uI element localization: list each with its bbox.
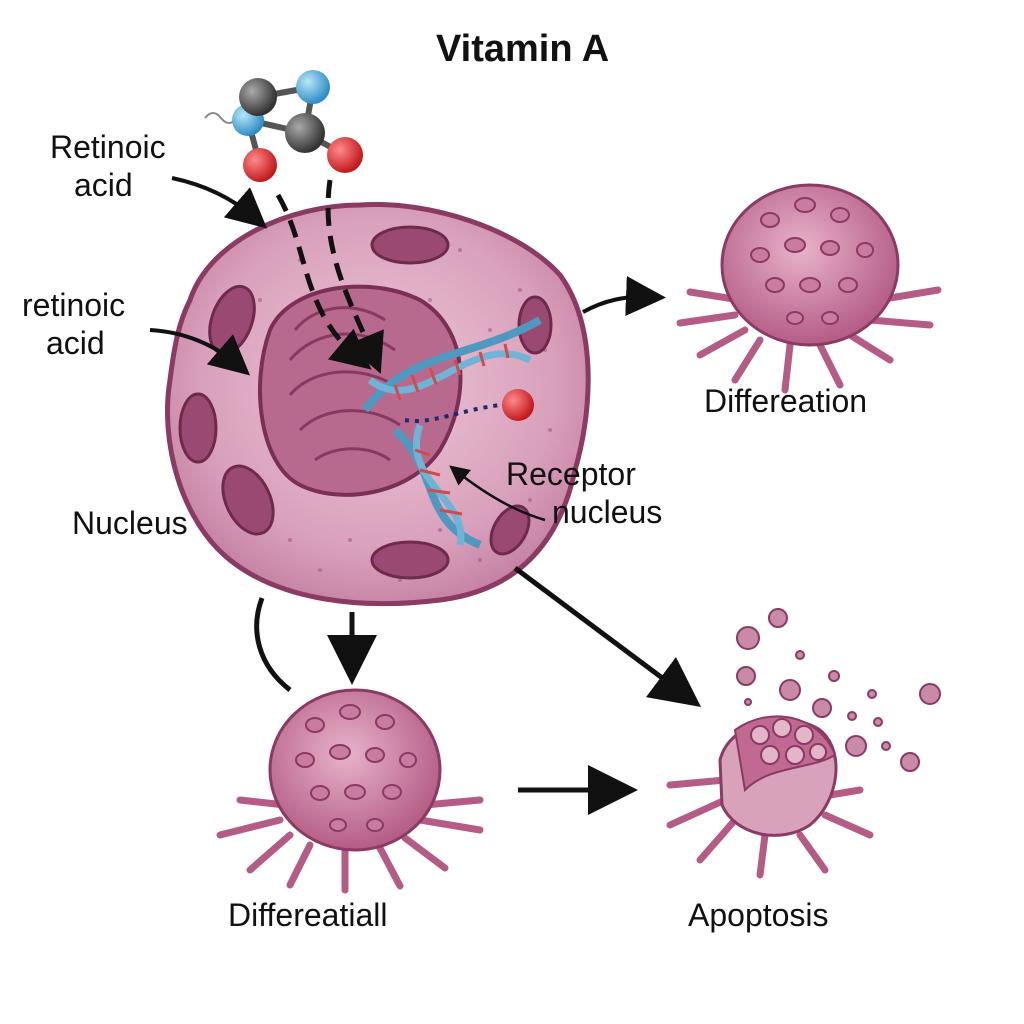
differentiated-cell-bottom (216, 688, 484, 894)
label-retinoic-acid-top-line2: acid (74, 167, 133, 203)
diagram-title: Vitamin A (436, 28, 610, 70)
label-retinoic-acid-top: Retinoic acid (50, 128, 166, 204)
label-retinoic-acid-side: retinoic acid (22, 286, 125, 362)
differentiated-cell-top (676, 183, 942, 394)
label-receptor-nucleus-line1: Receptor (506, 456, 636, 492)
label-retinoic-acid-side-line1: retinoic (22, 287, 126, 323)
apoptotic-bodies (736, 608, 941, 772)
label-receptor-nucleus: Receptor nucleus (506, 455, 662, 531)
label-receptor-nucleus-line2: nucleus (552, 494, 663, 530)
retinoic-acid-molecule (204, 70, 363, 182)
flow-arrows (149, 176, 702, 815)
label-retinoic-acid-top-line1: Retinoic (50, 129, 166, 165)
label-differentiation-top: Differeation (704, 383, 868, 419)
label-retinoic-acid-side-line2: acid (46, 325, 105, 361)
label-nucleus: Nucleus (72, 505, 188, 541)
label-differentiation-bottom: Differeatiall (228, 897, 388, 933)
dna-helix (361, 316, 542, 549)
apoptotic-cell (666, 715, 874, 879)
label-apoptosis: Apoptosis (688, 897, 829, 933)
